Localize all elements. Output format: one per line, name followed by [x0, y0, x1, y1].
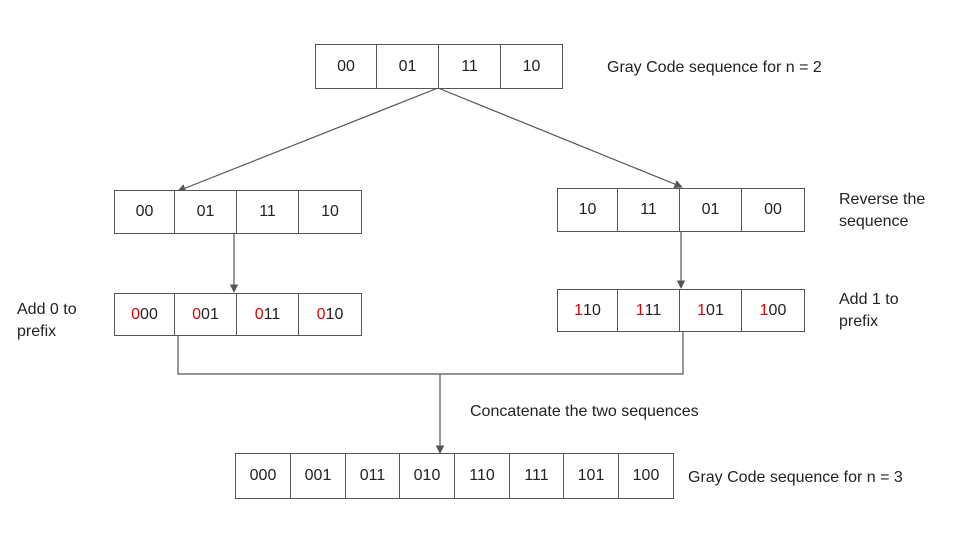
arrow-top-to-right [437, 87, 683, 189]
prefix-digit: 0 [192, 305, 202, 323]
prefix-digit: 0 [316, 305, 326, 323]
sequence-cell: 001 [291, 454, 346, 498]
prefix-digit: 0 [131, 305, 141, 323]
gray-code-n2-row: 00 01 11 10 [315, 44, 563, 89]
reverse-label-line1: Reverse the [839, 191, 926, 208]
add-0-label: Add 0 to prefix [17, 299, 77, 343]
sequence-cell: 11 [439, 45, 501, 88]
sequence-cell: 011 [346, 454, 400, 498]
reverse-label-line2: sequence [839, 213, 909, 230]
cell-rest: 01 [201, 305, 219, 323]
sequence-cell: 00 [316, 45, 377, 88]
sequence-cell: 10 [522, 57, 541, 75]
cell-rest: 10 [583, 301, 601, 319]
prefix-digit: 1 [759, 301, 769, 319]
sequence-cell: 01 [175, 191, 237, 233]
sequence-cell: 00 [764, 201, 782, 218]
add-0-label-line1: Add 0 to [17, 301, 77, 318]
sequence-cell: 100 [632, 467, 660, 484]
sequence-cell: 00 [115, 191, 175, 233]
sequence-cell: 11 [618, 189, 680, 231]
n3-sequence-label: Gray Code sequence for n = 3 [688, 469, 903, 486]
sequence-cell: 10 [321, 203, 339, 220]
sequence-cell: 101 [564, 454, 619, 498]
add-0-label-line2: prefix [17, 323, 57, 340]
arrow-top-to-left [177, 87, 439, 193]
sequence-cell: 01 [680, 189, 742, 231]
add-1-label: Add 1 to prefix [839, 289, 899, 333]
sequence-cell: 10 [558, 189, 618, 231]
sequence-cell: 110 [455, 454, 510, 498]
reversed-row: 10 11 01 00 [557, 188, 805, 232]
left-copy-row: 00 01 11 10 [114, 190, 362, 234]
cell-rest: 00 [768, 301, 787, 319]
sequence-cell: 111 [510, 454, 564, 498]
prefix-digit: 1 [697, 301, 707, 319]
cell-rest: 01 [706, 301, 724, 319]
cell-rest: 11 [644, 301, 662, 319]
n2-sequence-label: Gray Code sequence for n = 2 [607, 59, 822, 76]
cell-rest: 00 [140, 305, 158, 323]
prefix-digit: 1 [635, 301, 645, 319]
prefix-digit: 1 [574, 301, 584, 319]
sequence-cell: 010 [400, 454, 455, 498]
gray-code-n3-row: 000 001 011 010 110 111 101 100 [235, 453, 674, 499]
cell-rest: 11 [263, 305, 281, 323]
prefix-digit: 0 [254, 305, 264, 323]
merge-bracket [177, 332, 684, 375]
add-1-label-line2: prefix [839, 313, 879, 330]
cell-rest: 10 [325, 305, 344, 323]
sequence-cell: 000 [236, 454, 291, 498]
reverse-label: Reverse the sequence [839, 189, 925, 233]
sequence-cell: 11 [237, 191, 299, 233]
concatenate-label: Concatenate the two sequences [470, 403, 699, 420]
sequence-cell: 01 [377, 45, 439, 88]
add-1-label-line1: Add 1 to [839, 291, 899, 308]
